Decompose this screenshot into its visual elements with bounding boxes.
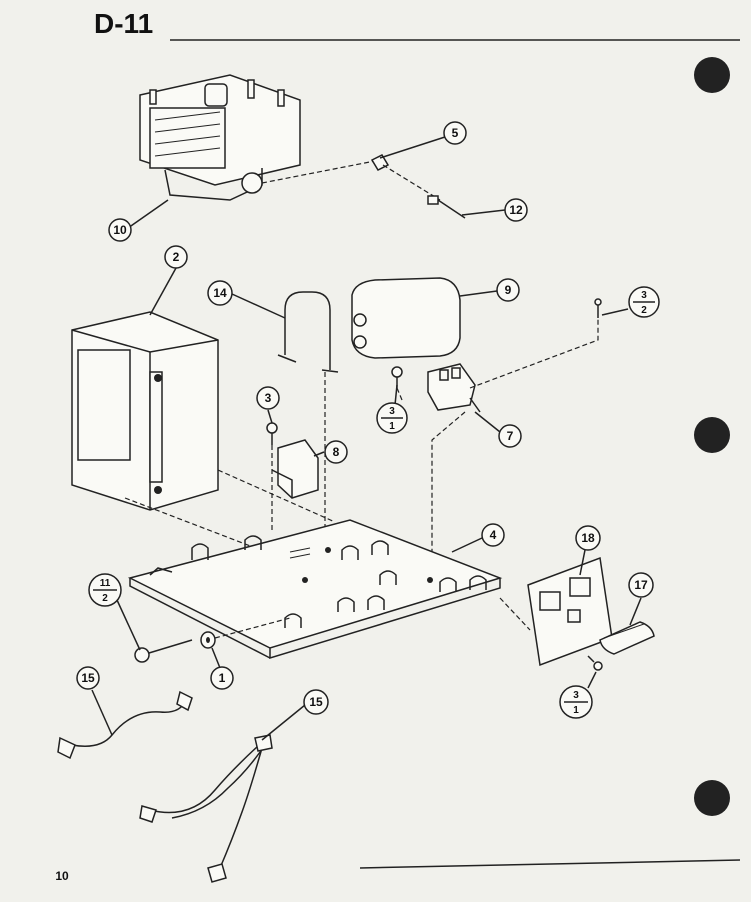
leader-dash bbox=[431, 411, 466, 578]
callout-15-left: 15 bbox=[76, 666, 100, 690]
page-title: D-11 bbox=[94, 8, 154, 39]
binding-hole bbox=[694, 780, 730, 816]
leader-line bbox=[267, 409, 273, 424]
svg-text:11: 11 bbox=[100, 578, 111, 589]
footer-rule bbox=[359, 859, 741, 869]
callout-fraction-11-2: 11 2 bbox=[88, 573, 122, 607]
screw-part bbox=[391, 366, 403, 388]
leader-line bbox=[459, 290, 498, 297]
leader-line bbox=[313, 451, 325, 457]
svg-text:1: 1 bbox=[389, 421, 395, 432]
leader-line bbox=[394, 384, 398, 406]
wire-harness-part bbox=[57, 690, 193, 760]
screw-part bbox=[587, 655, 603, 671]
callout-14: 14 bbox=[207, 280, 233, 306]
bolt-part bbox=[134, 639, 193, 663]
callout-fraction-3-2: 3 2 bbox=[628, 286, 660, 318]
leader-dash bbox=[396, 387, 403, 401]
leader-line bbox=[116, 599, 141, 651]
svg-text:3: 3 bbox=[641, 290, 647, 301]
diode-assembly-part bbox=[427, 363, 481, 413]
leader-line bbox=[91, 689, 113, 736]
leader-line bbox=[149, 267, 177, 316]
leader-dash bbox=[382, 164, 441, 201]
svg-text:1: 1 bbox=[219, 671, 226, 685]
transformer-part bbox=[71, 311, 219, 511]
binding-hole bbox=[694, 57, 730, 93]
callout-17: 17 bbox=[628, 572, 654, 598]
callout-9: 9 bbox=[496, 278, 520, 302]
svg-text:2: 2 bbox=[173, 250, 180, 264]
svg-text:15: 15 bbox=[81, 671, 95, 685]
base-plate-part bbox=[127, 519, 503, 660]
callout-15-bottom: 15 bbox=[303, 689, 329, 715]
callout-2: 2 bbox=[164, 245, 188, 269]
leader-line bbox=[461, 209, 506, 216]
callout-4: 4 bbox=[481, 523, 505, 547]
leader-line bbox=[379, 135, 449, 159]
capacitor-bracket-part bbox=[277, 291, 339, 373]
callout-fraction-3-1-board: 3 1 bbox=[559, 685, 593, 719]
leader-line bbox=[261, 704, 306, 741]
svg-text:17: 17 bbox=[634, 578, 648, 592]
leader-line bbox=[211, 647, 221, 669]
svg-text:5: 5 bbox=[452, 126, 459, 140]
screw-part bbox=[266, 422, 278, 445]
capacitor-part bbox=[351, 277, 461, 359]
magnetron-part bbox=[139, 74, 301, 201]
svg-text:15: 15 bbox=[309, 695, 323, 709]
callout-10: 10 bbox=[108, 218, 132, 242]
circuit-board-part bbox=[527, 556, 613, 667]
svg-text:12: 12 bbox=[509, 203, 523, 217]
callout-fraction-3-1: 3 1 bbox=[376, 402, 408, 434]
leader-dash bbox=[499, 597, 531, 631]
leader-line bbox=[231, 293, 286, 319]
svg-text:8: 8 bbox=[333, 445, 340, 459]
leader-dash bbox=[261, 159, 381, 184]
leader-dash bbox=[214, 617, 291, 639]
svg-text:2: 2 bbox=[641, 305, 647, 316]
svg-text:7: 7 bbox=[507, 429, 514, 443]
callout-7: 7 bbox=[498, 424, 522, 448]
callout-8: 8 bbox=[324, 440, 348, 464]
svg-text:1: 1 bbox=[573, 705, 579, 716]
callout-1: 1 bbox=[210, 666, 234, 690]
svg-text:3: 3 bbox=[389, 406, 395, 417]
callout-5: 5 bbox=[443, 121, 467, 145]
leader-line bbox=[474, 411, 501, 433]
svg-text:3: 3 bbox=[265, 391, 272, 405]
fuse-part bbox=[599, 621, 655, 655]
wire-harness-part bbox=[139, 734, 273, 883]
svg-text:18: 18 bbox=[581, 531, 595, 545]
svg-text:14: 14 bbox=[213, 286, 227, 300]
leader-line bbox=[587, 671, 597, 689]
svg-text:9: 9 bbox=[505, 283, 512, 297]
svg-text:2: 2 bbox=[102, 593, 108, 604]
callout-3: 3 bbox=[256, 386, 280, 410]
page-mark: 10 bbox=[55, 869, 69, 883]
callout-12: 12 bbox=[504, 198, 528, 222]
probe-part bbox=[427, 195, 466, 219]
svg-text:4: 4 bbox=[490, 528, 497, 542]
callout-18: 18 bbox=[575, 525, 601, 551]
washer-part bbox=[200, 631, 216, 649]
leader-dash bbox=[217, 469, 336, 523]
switch-part bbox=[271, 439, 319, 499]
screw-part bbox=[594, 298, 602, 318]
leader-dash bbox=[469, 318, 599, 389]
svg-text:10: 10 bbox=[113, 223, 127, 237]
svg-text:3: 3 bbox=[573, 690, 579, 701]
leader-line bbox=[601, 308, 629, 316]
leader-line bbox=[451, 537, 483, 553]
leader-line bbox=[127, 199, 169, 229]
binding-hole bbox=[694, 417, 730, 453]
leader-line bbox=[629, 597, 642, 626]
